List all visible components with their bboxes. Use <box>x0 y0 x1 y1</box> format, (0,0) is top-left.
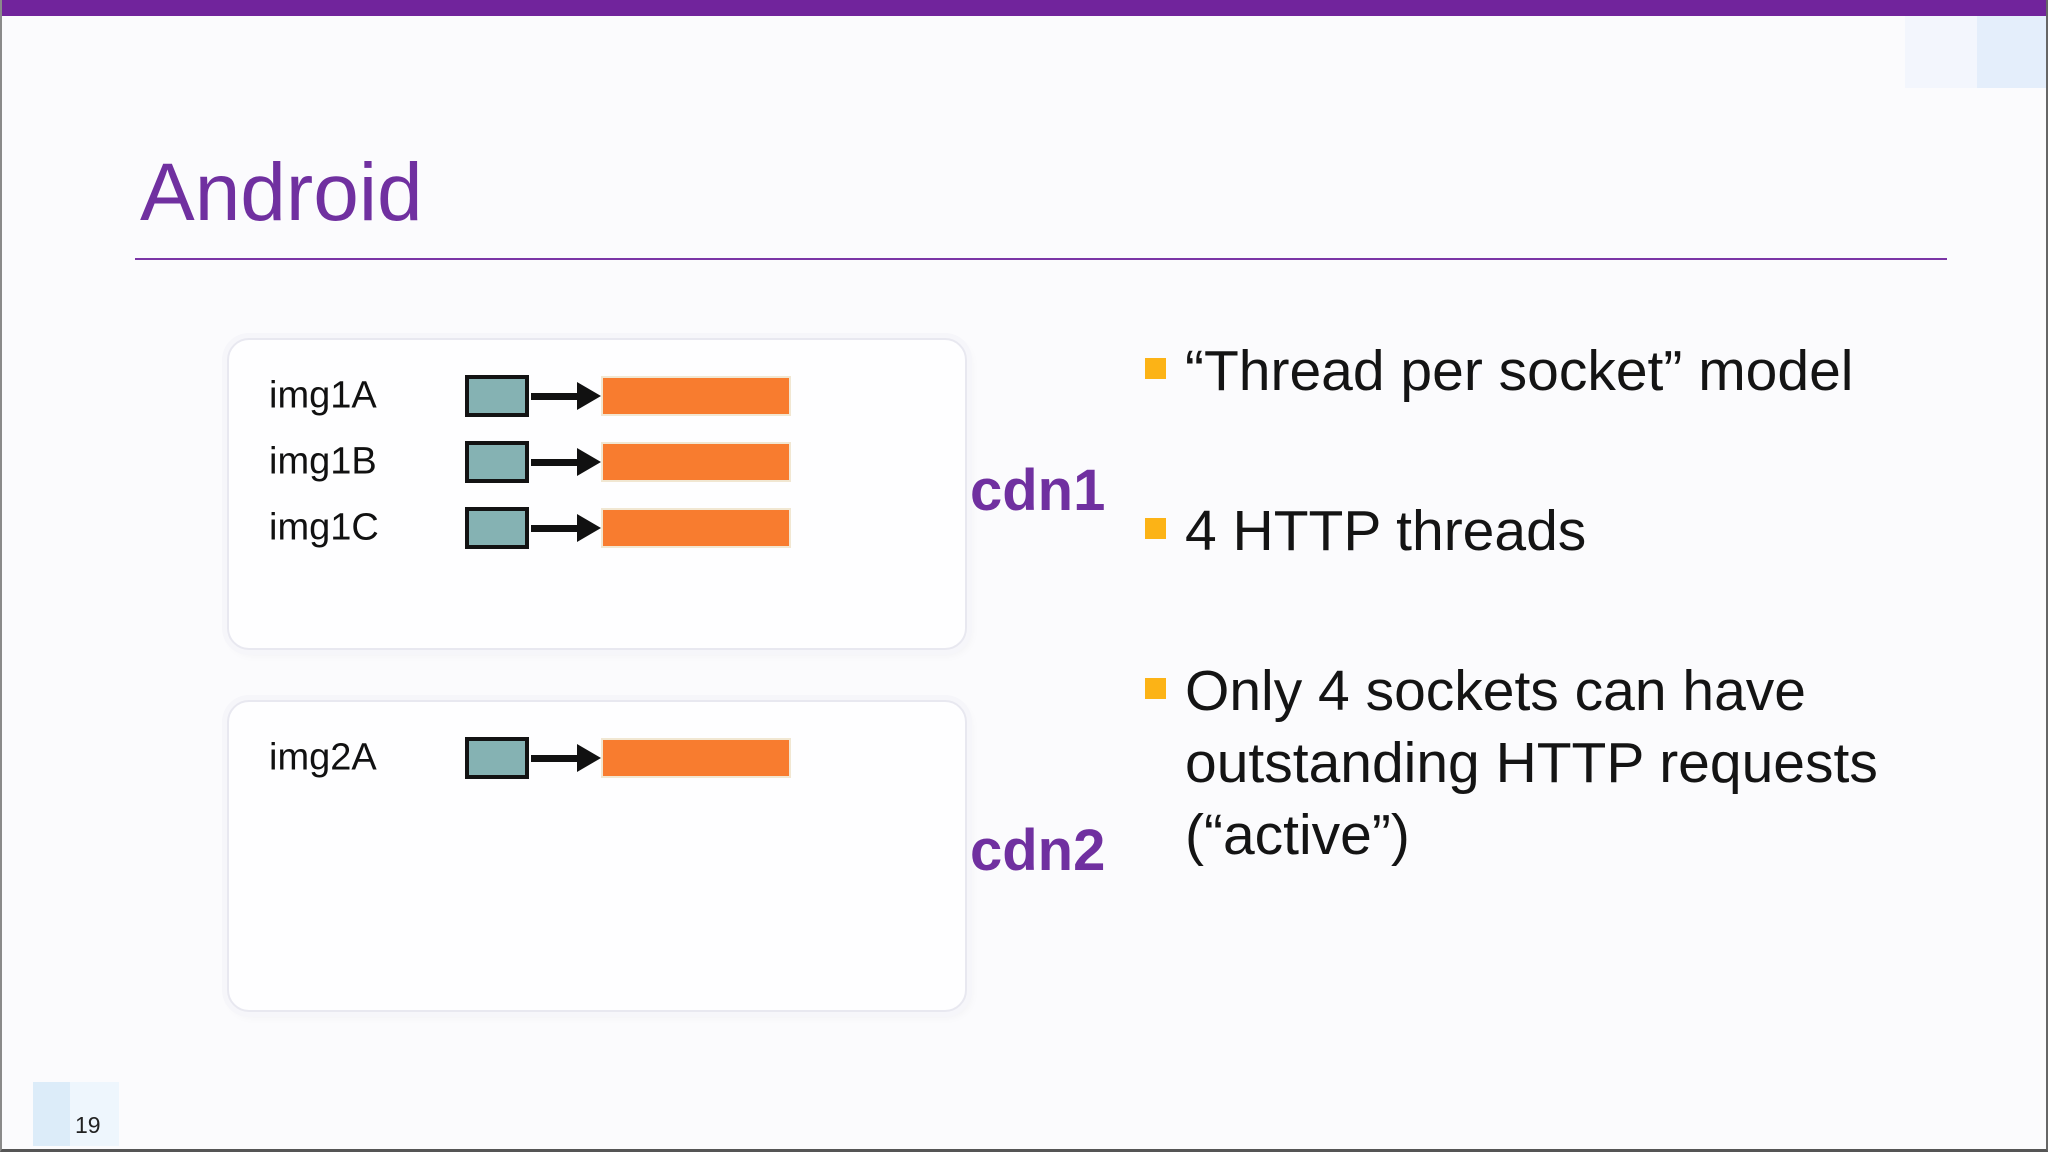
top-accent-bar <box>2 0 2046 16</box>
bullet-text: 4 HTTP threads <box>1185 499 1587 563</box>
decor-square-bottom-left-blue <box>33 1082 70 1146</box>
image-request-row: img1C <box>229 502 965 554</box>
bullet-item: Only 4 sockets can have outstanding HTTP… <box>1145 656 2013 871</box>
socket-box <box>465 507 529 549</box>
http-request-bar <box>601 738 791 778</box>
image-label: img1C <box>269 506 379 549</box>
bullet-item: 4 HTTP threads <box>1145 496 2013 568</box>
image-label: img1A <box>269 374 377 417</box>
socket-box <box>465 375 529 417</box>
page-number: 19 <box>75 1112 101 1138</box>
arrow-right-icon <box>531 448 601 476</box>
socket-box <box>465 441 529 483</box>
image-label: img2A <box>269 736 377 779</box>
http-request-bar <box>601 442 791 482</box>
image-label: img1B <box>269 440 377 483</box>
http-request-bar <box>601 508 791 548</box>
image-request-row: img1A <box>229 370 965 422</box>
cdn2-group-box: img2A <box>227 700 967 1012</box>
cdn2-label: cdn2 <box>970 818 1106 883</box>
cdn1-group-box: img1A img1B img1C <box>227 338 967 650</box>
bullet-text: Only 4 sockets can have outstanding HTTP… <box>1185 659 1878 867</box>
bullet-marker <box>1145 678 1166 699</box>
cdn1-label: cdn1 <box>970 458 1106 523</box>
bullet-marker <box>1145 358 1166 379</box>
title-underline <box>135 258 1947 260</box>
arrow-right-icon <box>531 382 601 410</box>
decor-square-top-right-blue <box>1977 16 2046 88</box>
image-request-row: img2A <box>229 732 965 784</box>
bullet-text: “Thread per socket” model <box>1185 339 1854 403</box>
socket-box <box>465 737 529 779</box>
slide-title: Android <box>140 147 423 238</box>
arrow-right-icon <box>531 744 601 772</box>
http-request-bar <box>601 376 791 416</box>
bullet-marker <box>1145 518 1166 539</box>
decor-square-top-right-light <box>1905 16 1977 88</box>
image-request-row: img1B <box>229 436 965 488</box>
bullet-item: “Thread per socket” model <box>1145 336 2013 408</box>
arrow-right-icon <box>531 514 601 542</box>
decor-square-bottom-left-light <box>70 1082 119 1146</box>
